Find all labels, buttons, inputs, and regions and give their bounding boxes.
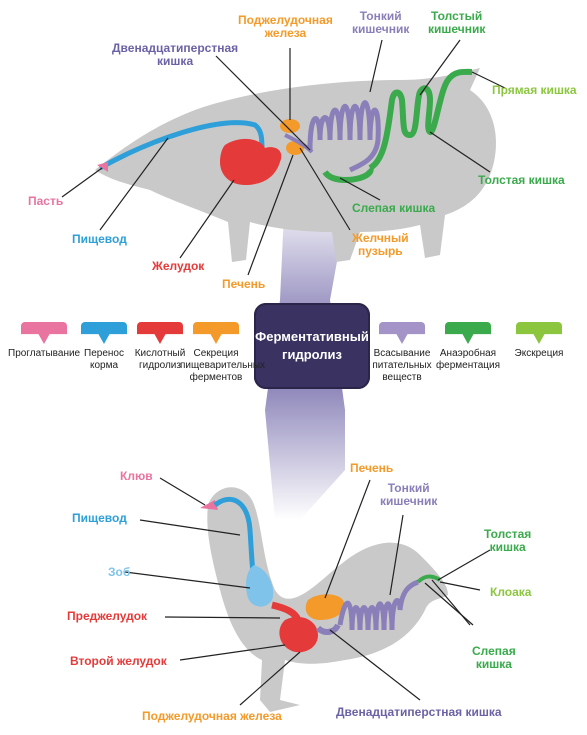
pig-label-duodenum: Двенадцатиперстная кишка	[112, 42, 238, 68]
legend-tab-swallow	[21, 322, 67, 344]
legend-item-absorption: Всасывание питательных веществ	[366, 322, 438, 384]
chicken-label-esophagus: Пищевод	[72, 512, 127, 525]
pig-label-esophagus: Пищевод	[72, 233, 127, 246]
pig-label-large-intestine: Толстый кишечник	[428, 10, 485, 36]
chicken-label-duodenum: Двенадцатиперстная кишка	[336, 706, 502, 719]
legend-item-secretion: Секреция пищеварительных ферментов	[180, 322, 252, 384]
center-label: Ферментативный гидролиз	[255, 328, 369, 364]
legend-text-absorption: Всасывание питательных веществ	[366, 348, 438, 384]
chicken-label-liver: Печень	[350, 462, 393, 475]
chicken-label-gizzard: Второй желудок	[70, 655, 167, 668]
chicken-label-small-intestine: Тонкий кишечник	[380, 482, 437, 508]
enzymatic-hydrolysis-box: Ферментативный гидролиз	[254, 303, 370, 389]
pig-label-pancreas: Поджелудочная железа	[238, 14, 333, 40]
chicken-label-large-intestine: Толстая кишка	[484, 528, 531, 554]
pig-label-liver: Печень	[222, 278, 265, 291]
pig-label-cecum: Слепая кишка	[352, 202, 435, 215]
legend-tab-acid	[137, 322, 183, 344]
legend-item-anaerobic: Анаэробная ферментация	[432, 322, 504, 372]
legend-tab-secretion	[193, 322, 239, 344]
legend-text-anaerobic: Анаэробная ферментация	[432, 348, 504, 372]
pig-label-mouth: Пасть	[28, 195, 63, 208]
legend-tab-absorption	[379, 322, 425, 344]
pig-label-rectum: Прямая кишка	[492, 84, 577, 97]
chicken-crop	[246, 565, 273, 607]
chicken-label-proventriculus: Преджелудок	[67, 610, 147, 623]
chicken-label-pancreas: Поджелудочная железа	[142, 710, 282, 723]
chicken-label-crop: Зоб	[108, 566, 130, 579]
chicken-label-cloaca: Клоака	[490, 586, 531, 599]
legend-tab-transport	[81, 322, 127, 344]
pig-label-small-intestine: Тонкий кишечник	[352, 10, 409, 36]
chicken-label-beak: Клюв	[120, 470, 153, 483]
legend-text-secretion: Секреция пищеварительных ферментов	[180, 348, 252, 384]
legend-tab-excretion	[516, 322, 562, 344]
legend-item-excretion: Экскреция	[503, 322, 575, 360]
legend-text-excretion: Экскреция	[503, 348, 575, 360]
legend-tab-anaerobic	[445, 322, 491, 344]
pig-label-gallbladder: Желчный пузырь	[352, 232, 409, 258]
pig-pancreas	[280, 119, 300, 133]
pig-label-colon: Толстая кишка	[478, 174, 565, 187]
chicken-label-ceca: Слепая кишка	[472, 645, 516, 671]
pig-label-stomach: Желудок	[152, 260, 204, 273]
